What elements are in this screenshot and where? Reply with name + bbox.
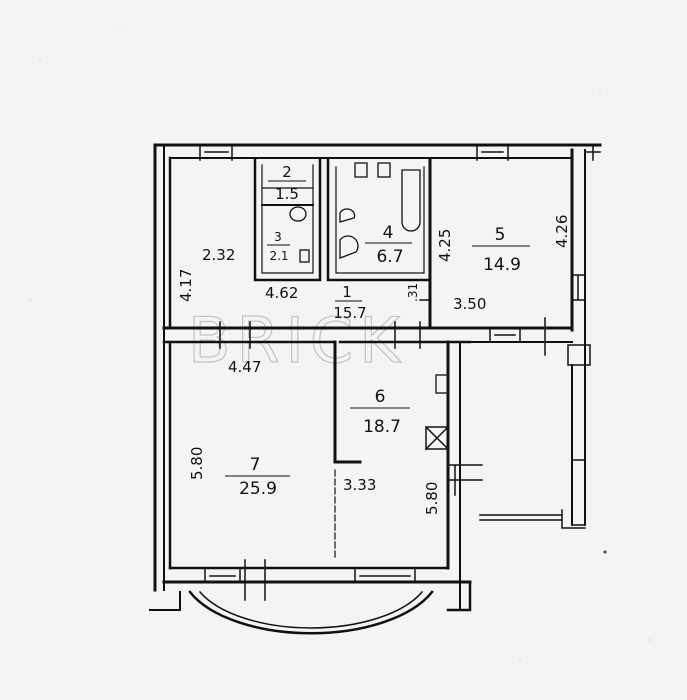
room-3-area: 2.1	[269, 249, 288, 263]
room-5-area: 14.9	[483, 255, 521, 275]
room-labels: 1 15.7 2 1.5 3 2.1 4 6.7 5 14.9 6 18.7 7…	[225, 163, 530, 499]
dim-hall-height: 4.17	[177, 269, 195, 302]
walls	[149, 143, 602, 635]
room-4-number: 4	[383, 223, 394, 243]
paper-texture	[29, 29, 651, 661]
dim-hall-length: 4.62	[265, 284, 298, 302]
room-2-number: 2	[282, 163, 292, 181]
room-6-number: 6	[375, 387, 386, 407]
room-6-area: 18.7	[363, 417, 401, 437]
dim-room6-height: 5.80	[423, 482, 441, 515]
dim-hall-width: 2.32	[202, 246, 235, 264]
dim-room6-width: 3.33	[343, 476, 376, 494]
room-7-area: 25.9	[239, 479, 277, 499]
room-4-area: 6.7	[376, 247, 403, 267]
dim-room7-height: 5.80	[188, 447, 206, 480]
room-7-number: 7	[250, 455, 261, 475]
room-5-number: 5	[495, 225, 506, 245]
dim-room5-width: 3.50	[453, 295, 486, 313]
watermark: BRICK	[188, 304, 406, 377]
room-2-area: 1.5	[275, 185, 299, 203]
room-3-number: 3	[274, 230, 282, 244]
dim-room7-width: 4.47	[228, 358, 261, 376]
dim-hall-small: .31	[406, 283, 420, 302]
dimension-labels: 4.17 2.32 4.62 .31 3.50 4.25 4.26 4.47 5…	[177, 215, 571, 515]
dim-room4-height: 4.25	[436, 229, 454, 262]
room-1-number: 1	[342, 283, 352, 301]
dim-room5-height: 4.26	[553, 215, 571, 248]
room-1-area: 15.7	[333, 304, 366, 322]
